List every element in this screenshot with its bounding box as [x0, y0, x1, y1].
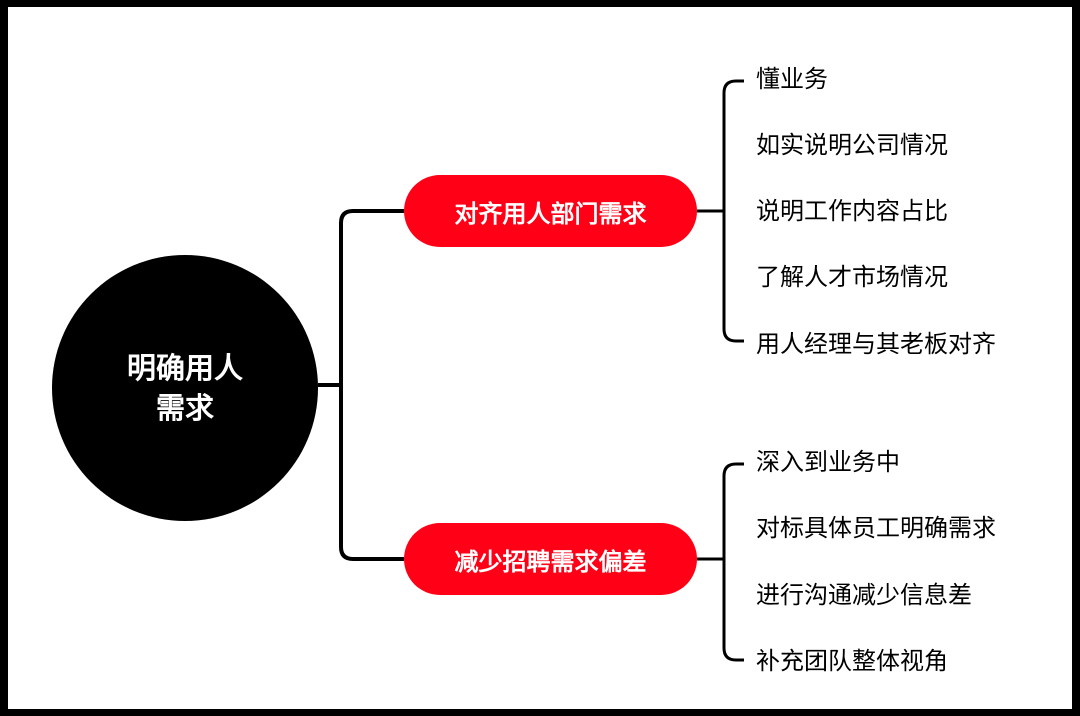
- leaf-node[interactable]: 如实说明公司情况: [756, 131, 948, 159]
- branch-node-reduce-deviation[interactable]: 减少招聘需求偏差: [404, 523, 697, 595]
- root-node-label-line-1: 明确用人: [126, 351, 243, 385]
- leaf-node[interactable]: 进行沟通减少信息差: [756, 581, 972, 609]
- leaf-node[interactable]: 说明工作内容占比: [756, 197, 948, 225]
- branch-1-bracket: [697, 79, 744, 343]
- root-node[interactable]: 明确用人 需求: [52, 255, 318, 521]
- leaf-node[interactable]: 对标具体员工明确需求: [756, 514, 996, 542]
- root-node-label: 明确用人 需求: [115, 348, 255, 428]
- branch-2-bracket: [697, 462, 744, 662]
- branch-node-label: 对齐用人部门需求: [454, 199, 647, 228]
- mindmap-connectors: [318, 79, 744, 662]
- leaf-node[interactable]: 补充团队整体视角: [756, 647, 948, 675]
- root-connector: [318, 209, 404, 561]
- leaf-node[interactable]: 深入到业务中: [756, 448, 900, 476]
- root-node-label-line-2: 需求: [155, 391, 214, 425]
- branch-node-label: 减少招聘需求偏差: [454, 547, 647, 576]
- mindmap-canvas: 明确用人 需求 对齐用人部门需求 减少招聘需求偏差 懂业务 如实说明公司情况 说…: [8, 7, 1072, 709]
- branch-node-align-department[interactable]: 对齐用人部门需求: [404, 175, 697, 247]
- leaf-node[interactable]: 了解人才市场情况: [756, 263, 948, 291]
- leaf-node[interactable]: 用人经理与其老板对齐: [756, 330, 996, 358]
- leaf-node[interactable]: 懂业务: [756, 65, 828, 93]
